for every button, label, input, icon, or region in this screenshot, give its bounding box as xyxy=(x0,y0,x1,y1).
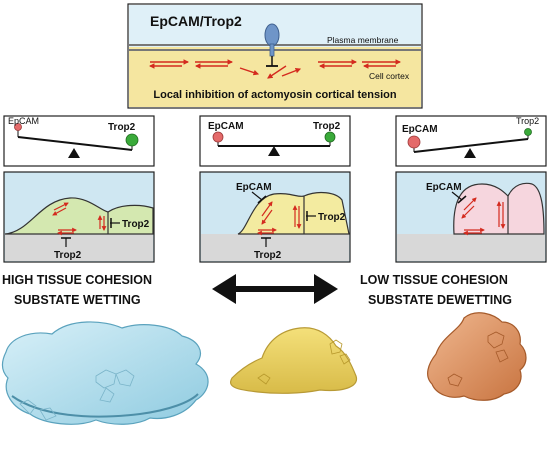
right-caption-line1: LOW TISSUE COHESION xyxy=(360,273,508,287)
blue-wetting-tissue xyxy=(1,321,209,425)
yellow-intermediate-tissue xyxy=(230,327,358,394)
trop2-marker-icon xyxy=(324,131,336,143)
green-cell-pair xyxy=(4,197,154,235)
balance-right-trop2-label: Trop2 xyxy=(516,116,539,126)
trop2-marker-icon xyxy=(125,133,139,147)
right-caption-line2: SUBSTATE DEWETTING xyxy=(368,293,512,307)
membrane-label: Plasma membrane xyxy=(327,35,399,45)
top-panel-caption: Local inhibition of actomyosin cortical … xyxy=(153,89,397,101)
double-arrow-icon xyxy=(212,274,338,304)
left-caption-line1: HIGH TISSUE COHESION xyxy=(2,273,152,287)
epcam-marker-icon xyxy=(407,135,421,149)
balance-left-epcam-label: EpCAM xyxy=(8,116,39,126)
epcam-trop2-receptor-icon xyxy=(264,23,280,67)
balance-panel-left: EpCAM Trop2 xyxy=(3,115,155,167)
left-caption-line2: SUBSTATE WETTING xyxy=(14,293,141,307)
epcam-marker-icon xyxy=(14,123,22,131)
cell-right-top-epcam-label: EpCAM xyxy=(426,182,462,193)
balance-panel-right: EpCAM Trop2 xyxy=(395,115,547,167)
top-panel-title: EpCAM/Trop2 xyxy=(150,13,242,29)
top-panel: EpCAM/Trop2 Plasma membrane Cell cortex … xyxy=(127,3,423,109)
cortex-label: Cell cortex xyxy=(369,71,410,81)
cell-middle-side-trop2-label: Trop2 xyxy=(318,212,346,223)
trop2-marker-icon xyxy=(524,128,532,136)
cell-left-side-trop2-label: Trop2 xyxy=(122,219,150,230)
actomyosin-filaments xyxy=(148,59,402,79)
orange-dewetting-tissue xyxy=(427,312,527,401)
cell-panel-left: Trop2 Trop2 xyxy=(3,171,155,263)
epcam-marker-icon xyxy=(212,131,224,143)
balance-middle-epcam-label: EpCAM xyxy=(208,121,244,132)
right-caption: LOW TISSUE COHESION SUBSTATE DEWETTING xyxy=(360,273,512,307)
balance-middle-trop2-label: Trop2 xyxy=(313,121,341,132)
cell-middle-bottom-trop2-label: Trop2 xyxy=(254,250,282,261)
cell-panel-middle: EpCAM Trop2 Trop2 xyxy=(199,171,351,263)
balance-panel-middle: EpCAM Trop2 xyxy=(199,115,351,167)
cell-cortex-region xyxy=(129,47,421,107)
left-caption: HIGH TISSUE COHESION SUBSTATE WETTING xyxy=(2,273,152,307)
cell-left-bottom-trop2-label: Trop2 xyxy=(54,250,82,261)
balance-right-epcam-label: EpCAM xyxy=(402,124,438,135)
balance-left-trop2-label: Trop2 xyxy=(108,122,136,133)
cell-middle-top-epcam-label: EpCAM xyxy=(236,182,272,193)
cell-panel-right: EpCAM xyxy=(395,171,547,263)
